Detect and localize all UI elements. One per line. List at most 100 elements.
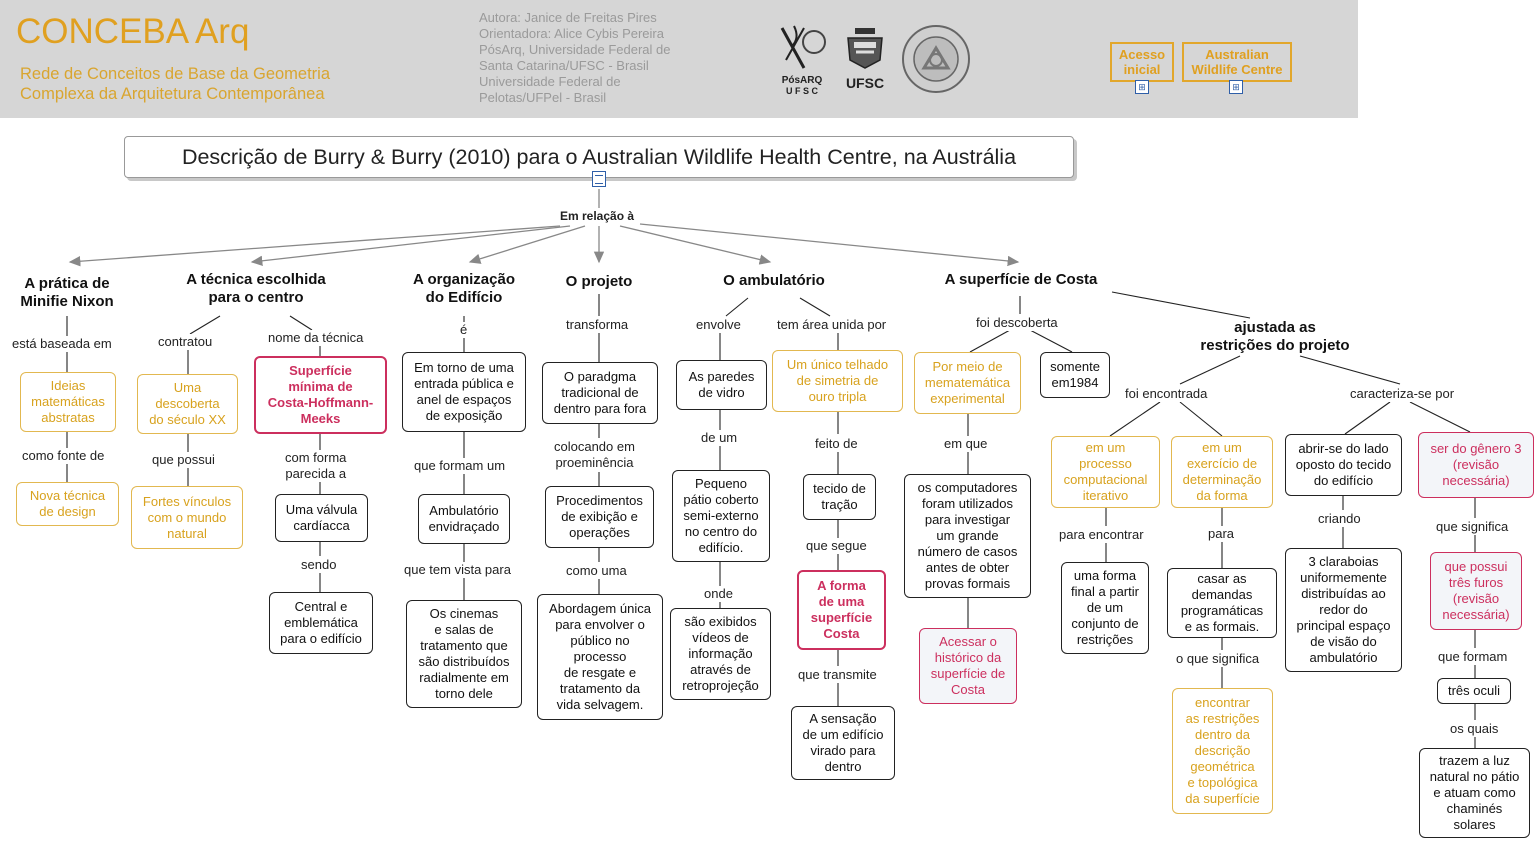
posarq-label: PósARQ: [781, 75, 823, 86]
link-label: contratou: [156, 334, 215, 350]
credit-line: Autora: Janice de Freitas Pires: [479, 10, 657, 25]
concept-node-revision[interactable]: ser do gênero 3 (revisão necessária): [1418, 432, 1534, 498]
subtitle-line-2: Complexa da Arquitetura Contemporânea: [20, 85, 325, 103]
nav-label: Acesso: [1118, 47, 1166, 62]
concept-node[interactable]: trazem a luz natural no pátio e atuam co…: [1419, 748, 1530, 838]
concept-node[interactable]: em um processo computacional iterativo: [1051, 436, 1160, 508]
concept-node[interactable]: Procedimentos de exibição e operações: [545, 486, 654, 548]
concept-node[interactable]: As paredes de vidro: [676, 360, 767, 410]
credit-line: Orientadora: Alice Cybis Pereira: [479, 26, 664, 41]
link-label: que significa: [1434, 519, 1511, 535]
link-label: é: [458, 322, 470, 338]
heading-superficie-costa: A superfície de Costa: [944, 271, 1098, 288]
link-label: tem área unida por: [775, 317, 889, 333]
concept-node[interactable]: em um exercício de determinação da forma: [1171, 436, 1273, 508]
link-label: para: [1206, 526, 1237, 542]
link-label: como fonte de: [20, 448, 107, 464]
link-label: colocando em proeminência: [552, 439, 637, 471]
credit-line: Pelotas/UFPel - Brasil: [479, 90, 607, 105]
heading-tecnica: A técnica escolhida para o centro: [186, 271, 326, 306]
link-label: os quais: [1448, 721, 1501, 737]
concept-node[interactable]: Em torno de uma entrada pública e anel d…: [402, 352, 526, 432]
credit-line: Universidade Federal de: [479, 74, 621, 89]
concept-node[interactable]: abrir-se do lado oposto do tecido do edi…: [1285, 434, 1402, 496]
concept-node-highlight[interactable]: A forma de uma superfície Costa: [797, 570, 886, 650]
concept-map-icon[interactable]: ⊞: [1135, 80, 1149, 94]
concept-node[interactable]: A sensação de um edifício virado para de…: [791, 706, 895, 780]
link-label: feito de: [813, 436, 860, 452]
link-label: que formam: [1436, 649, 1510, 665]
concept-node[interactable]: os computadores foram utilizados para in…: [904, 474, 1031, 598]
link-label: em que: [942, 436, 990, 452]
concept-node[interactable]: O paradgma tradicional de dentro para fo…: [542, 362, 658, 424]
concept-node-revision[interactable]: que possui três furos (revisão necessári…: [1430, 552, 1522, 630]
credit-line: Santa Catarina/UFSC - Brasil: [479, 58, 649, 73]
link-label: envolve: [694, 317, 743, 333]
nav-label: Australian: [1205, 47, 1269, 62]
ufpel-seal-icon: [902, 25, 970, 93]
subtitle-line-1: Rede de Conceitos de Base da Geometria: [20, 65, 331, 83]
concept-node[interactable]: Pequeno pátio coberto semi-externo no ce…: [672, 470, 770, 562]
link-label: que tem vista para: [402, 562, 513, 578]
concept-node[interactable]: Por meio de mematemática experimental: [914, 352, 1021, 414]
heading-projeto: O projeto: [565, 273, 633, 290]
concept-node[interactable]: Uma válvula cardíacca: [275, 494, 368, 542]
link-label: onde: [702, 586, 735, 602]
link-label: nome da técnica: [266, 330, 366, 346]
link-label: que formam um: [412, 458, 508, 474]
concept-node[interactable]: Central e emblemática para o edifício: [269, 592, 373, 654]
nav-label: inicial: [1123, 62, 1161, 77]
concept-node[interactable]: Ideias matemáticas abstratas: [20, 372, 116, 432]
credit-line: PósArq, Universidade Federal de: [479, 42, 671, 57]
concept-node[interactable]: somente em1984: [1040, 352, 1110, 398]
link-label: sendo: [299, 557, 339, 573]
concept-node[interactable]: Abordagem única para envolver o público …: [537, 594, 663, 720]
link-label: que possui: [150, 452, 217, 468]
link-label: transforma: [564, 317, 631, 333]
link-label: o que significa: [1174, 651, 1262, 667]
heading-ajustada: ajustada as restrições do projeto: [1200, 319, 1350, 354]
link-label: que transmite: [796, 667, 879, 683]
link-label: de um: [699, 430, 740, 446]
concept-node-highlight[interactable]: Superfície mínima de Costa-Hoffmann- Mee…: [254, 356, 387, 434]
concept-node[interactable]: Fortes vínculos com o mundo natural: [131, 486, 243, 549]
heading-minifie-nixon: A prática de Minifie Nixon: [20, 275, 114, 310]
heading-ambulatorio: O ambulatório: [723, 272, 825, 289]
posarq-sub: U F S C: [785, 86, 818, 96]
link-label: criando: [1316, 511, 1363, 527]
concept-node[interactable]: encontrar as restrições dentro da descri…: [1172, 688, 1273, 814]
link-label: como uma: [564, 563, 629, 579]
link-label: para encontrar: [1057, 527, 1146, 543]
concept-map-icon[interactable]: ⊞: [1229, 80, 1243, 94]
link-label: está baseada em: [10, 336, 114, 352]
root-link: Em relação à: [558, 208, 637, 224]
ufsc-emblem-icon: [847, 28, 883, 69]
concept-node[interactable]: Os cinemas e salas de tratamento que são…: [406, 600, 522, 708]
concept-node[interactable]: Ambulatório envidraçado: [418, 494, 510, 544]
document-icon[interactable]: [592, 171, 606, 187]
concept-node[interactable]: uma forma final a partir de um conjunto …: [1061, 562, 1149, 654]
brand-title: CONCEBA Arq: [16, 12, 250, 51]
concept-node[interactable]: tecido de tração: [803, 474, 876, 520]
link-label: com forma parecida a: [283, 450, 349, 482]
link-label: foi encontrada: [1123, 386, 1210, 402]
concept-node[interactable]: são exibidos vídeos de informação atravé…: [670, 608, 771, 700]
nav-label: Wildlife Centre: [1191, 62, 1283, 77]
concept-node[interactable]: Nova técnica de design: [16, 482, 119, 526]
link-label: caracteriza-se por: [1348, 386, 1457, 402]
ufsc-label: UFSC: [845, 75, 885, 91]
concept-node[interactable]: casar as demandas programáticas e as for…: [1167, 568, 1277, 638]
link-label: foi descoberta: [974, 315, 1060, 331]
concept-node[interactable]: Um único telhado de simetria de ouro tri…: [772, 350, 903, 412]
link-node-historico[interactable]: Acessar o histórico da superfície de Cos…: [919, 628, 1017, 704]
concept-node[interactable]: Uma descoberta do século XX: [137, 374, 238, 434]
posarq-logo: PósARQ U F S C: [774, 24, 830, 100]
ufsc-logo: UFSC: [840, 24, 890, 100]
ufpel-logo: [900, 22, 972, 98]
concept-node[interactable]: três oculi: [1437, 678, 1511, 704]
concept-node[interactable]: 3 claraboias uniformemente distribuídas …: [1285, 548, 1402, 672]
posarq-emblem-icon: [780, 25, 826, 69]
heading-organizacao: A organização do Edifício: [413, 271, 515, 306]
link-label: que segue: [804, 538, 869, 554]
